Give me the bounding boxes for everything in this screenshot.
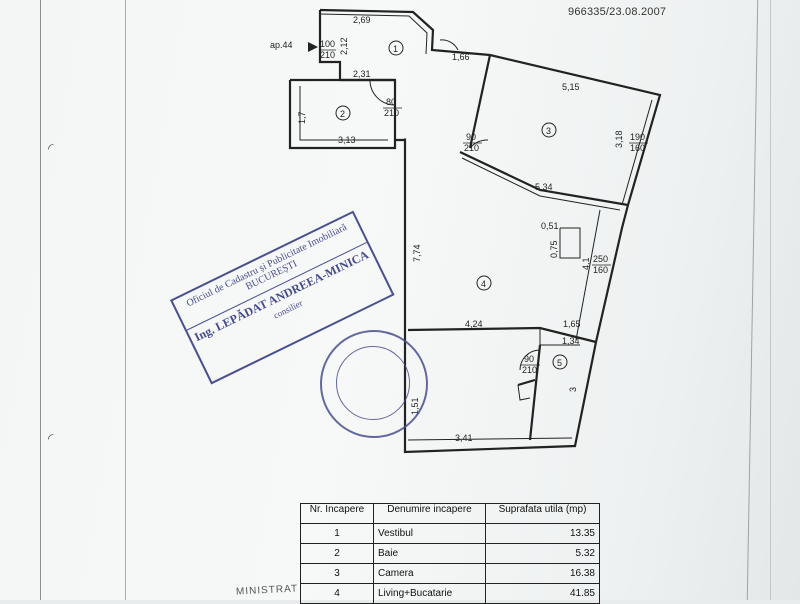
opening-width: 80 <box>386 97 396 107</box>
opening-height: 160 <box>593 265 608 275</box>
room-marker-3: 3 <box>546 126 551 136</box>
dim-label: 1,7 <box>297 111 307 124</box>
opening-height: 210 <box>384 108 399 118</box>
opening-height: 160 <box>630 143 645 153</box>
room-marker-4: 4 <box>481 279 486 289</box>
room-marker-1: 1 <box>393 44 398 54</box>
dim-label: 2,12 <box>339 37 349 55</box>
dim-label: 2,31 <box>353 69 371 79</box>
cell-area: 13.35 <box>485 523 600 544</box>
agency-seal-icon <box>320 330 428 438</box>
punch-mark: ◜ <box>48 140 54 156</box>
page-border-inner <box>125 0 126 600</box>
dim-label: 1,34 <box>562 336 580 346</box>
room-marker-5: 5 <box>557 358 562 368</box>
opening-height: 210 <box>464 143 479 153</box>
room-markers: 1 2 3 4 5 <box>335 40 568 370</box>
dim-label: 3,18 <box>614 130 624 148</box>
opening-width: 250 <box>593 254 608 264</box>
dim-label: 5,34 <box>535 182 553 192</box>
document-reference: 966335/23.08.2007 <box>568 6 667 18</box>
dim-label: 3,41 <box>455 433 473 443</box>
apartment-label: ap.44 <box>270 40 293 50</box>
table-row: 3 Camera 16.38 <box>300 563 600 584</box>
opening-width: 90 <box>466 132 476 142</box>
cell-name: Baie <box>373 543 486 564</box>
cell-nr: 4 <box>300 583 374 604</box>
cell-area: 16.38 <box>485 563 600 584</box>
table-row: 4 Living+Bucatarie 41.85 <box>300 583 600 604</box>
dim-label: 0,51 <box>541 221 559 231</box>
dim-label: 1,65 <box>563 319 581 329</box>
col-header-name: Denumire incapere <box>373 503 486 524</box>
page-border-left <box>40 0 41 600</box>
opening-width: 90 <box>524 354 534 364</box>
area-table: Nr. Incapere Denumire incapere Suprafata… <box>300 503 600 604</box>
dim-label: 4,1 <box>581 257 591 270</box>
cell-nr: 3 <box>300 563 374 584</box>
cell-nr: 1 <box>300 523 374 544</box>
page-border-right-outer <box>770 0 771 600</box>
dim-label: 1,66 <box>452 52 470 62</box>
cell-nr: 2 <box>300 543 374 564</box>
dim-label: 5,15 <box>562 82 580 92</box>
opening-width: 100 <box>320 39 335 49</box>
cell-name: Camera <box>373 563 486 584</box>
cell-area: 5.32 <box>485 543 600 564</box>
table-row: 1 Vestibul 13.35 <box>300 523 600 544</box>
opening-height: 210 <box>320 50 335 60</box>
dim-label: 3,13 <box>338 135 356 145</box>
opening-height: 210 <box>522 365 537 375</box>
cell-area: 41.85 <box>485 583 600 604</box>
cell-name: Living+Bucatarie <box>373 583 486 604</box>
table-row: 2 Baie 5.32 <box>300 543 600 564</box>
dim-label: 2,69 <box>353 15 371 25</box>
dim-label: 7,74 <box>412 244 422 262</box>
col-header-nr: Nr. Incapere <box>300 503 374 524</box>
cell-name: Vestibul <box>373 523 486 544</box>
punch-mark: ◜ <box>48 430 54 446</box>
entrance-arrow <box>308 42 318 52</box>
col-header-area: Suprafata utila (mp) <box>485 503 600 524</box>
dim-label: 3 <box>568 387 578 392</box>
room-marker-2: 2 <box>340 109 345 119</box>
dim-label: 0,75 <box>549 240 559 258</box>
dim-label: 4,24 <box>465 319 483 329</box>
opening-width: 190 <box>630 132 645 142</box>
